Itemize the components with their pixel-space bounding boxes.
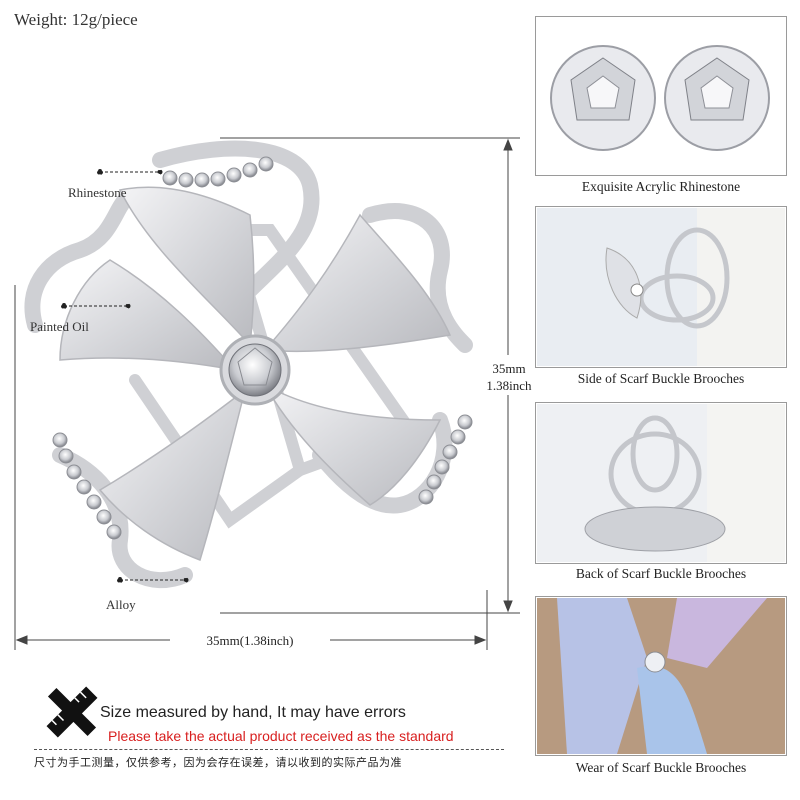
painted-oil-petals	[59, 186, 452, 561]
weight-label: Weight: 12g/piece	[14, 10, 138, 29]
height-mm: 35mm	[492, 361, 526, 376]
panel-back	[535, 402, 787, 564]
rhinestone-photo	[537, 18, 785, 174]
panel-wear	[535, 596, 787, 756]
alloy-label: Alloy	[106, 597, 136, 612]
wear-photo	[537, 598, 785, 754]
brooch-illustration	[14, 137, 520, 650]
height-dimension: 35mm 1.38inch	[474, 360, 544, 394]
back-photo	[537, 404, 785, 562]
side-photo	[537, 208, 785, 366]
height-inch: 1.38inch	[486, 378, 532, 393]
painted-oil-label: Painted Oil	[30, 319, 89, 334]
rhinestone-row	[52, 156, 473, 540]
caption-side: Side of Scarf Buckle Brooches	[577, 371, 745, 386]
panel-rhinestone	[535, 16, 787, 176]
caption-rhinestone: Exquisite Acrylic Rhinestone	[581, 179, 741, 194]
caption-back: Back of Scarf Buckle Brooches	[575, 566, 747, 581]
label-leaders	[61, 169, 189, 583]
notice-red: Please take the actual product received …	[108, 728, 454, 744]
notice-english: Size measured by hand, It may have error…	[100, 704, 406, 721]
center-rhinestone-icon	[228, 343, 282, 397]
panel-side	[535, 206, 787, 368]
ruler-cross-icon	[46, 686, 98, 738]
notice-divider	[34, 749, 504, 750]
width-dimension: 35mm(1.38inch)	[206, 633, 294, 648]
caption-wear: Wear of Scarf Buckle Brooches	[575, 760, 747, 775]
dimension-lines	[14, 137, 520, 650]
rhinestone-label: Rhinestone	[68, 185, 127, 200]
notice-chinese: 尺寸为手工测量，仅供参考，因为会存在误差，请以收到的实际产品为准	[34, 756, 402, 769]
